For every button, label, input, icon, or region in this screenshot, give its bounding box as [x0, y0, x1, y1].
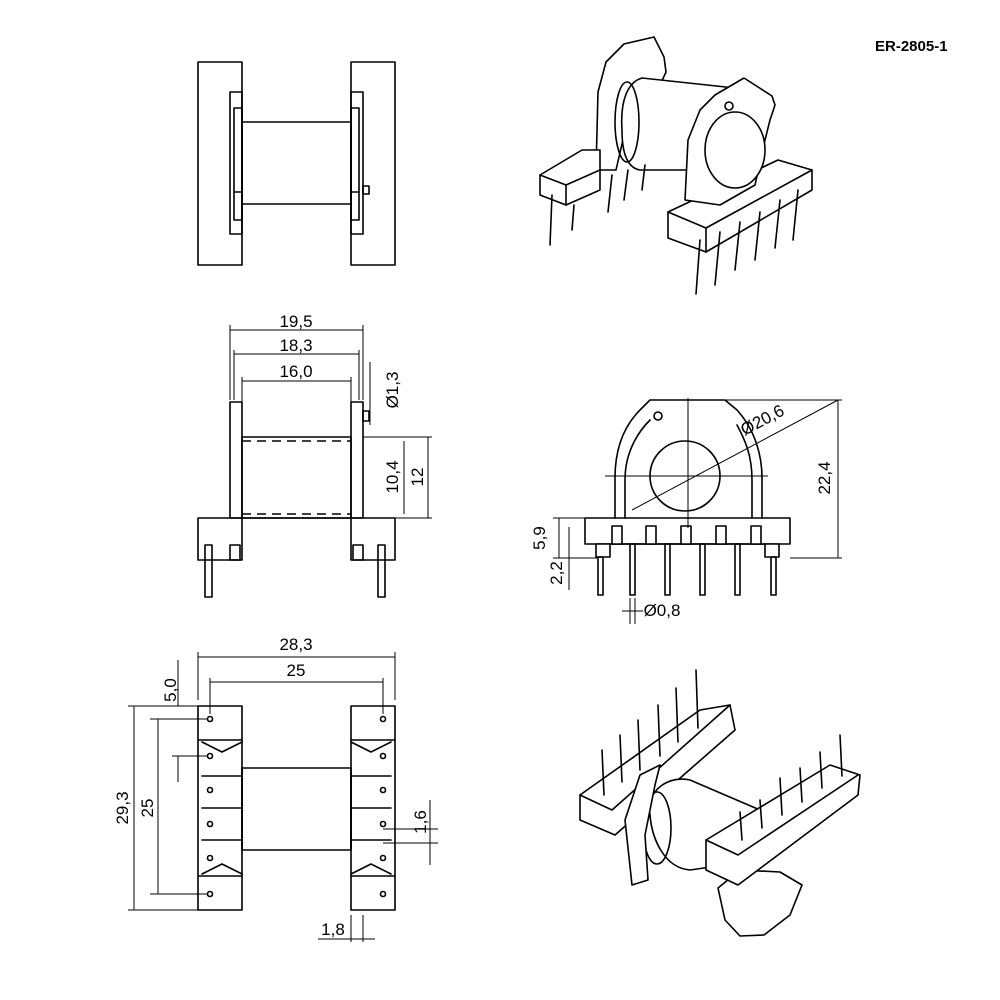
dim-footprint-width: 28,3 — [279, 635, 312, 654]
top-view — [197, 61, 396, 266]
part-number-title: ER-2805-1 — [875, 38, 948, 55]
isometric-view-upper — [539, 36, 813, 295]
dim-front-width-core: 16,0 — [279, 362, 312, 381]
dim-total-height: 22,4 — [815, 461, 834, 494]
dim-side-flange-diameter: Ø20,6 — [738, 401, 788, 440]
dim-front-width-flange: 18,3 — [279, 336, 312, 355]
side-view-dimensions — [553, 398, 842, 624]
front-view — [197, 401, 396, 598]
dim-pin-span-x: 25 — [287, 661, 306, 680]
isometric-view-lower — [579, 669, 861, 937]
dim-base-height: 5,9 — [530, 526, 549, 550]
bottom-view — [197, 705, 396, 911]
dim-core-height: 10,4 — [383, 460, 402, 493]
front-view-dimensions — [229, 325, 432, 519]
dim-pin-span-y: 25 — [138, 799, 157, 818]
dim-pin-diameter-small: Ø1,3 — [383, 372, 402, 409]
dim-pin-diameter: Ø0,8 — [644, 601, 681, 620]
bottom-view-dimensions — [128, 652, 438, 942]
dim-footprint-depth: 29,3 — [113, 791, 132, 824]
dim-pin-edge-offset: 5,0 — [161, 678, 180, 702]
dim-pin-offset: 2,2 — [547, 561, 566, 585]
dim-pin-pitch-gap: 1,6 — [411, 810, 430, 834]
dim-front-width-outer: 19,5 — [279, 312, 312, 331]
dim-wall-thickness: 1,8 — [321, 920, 345, 939]
dim-winding-height: 12 — [408, 468, 427, 487]
